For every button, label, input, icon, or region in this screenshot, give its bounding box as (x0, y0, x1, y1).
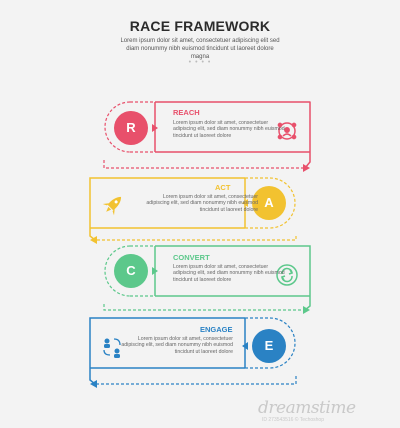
watermark-sub: ID 273543516 © Techoshop (262, 417, 324, 423)
act-letter: A (264, 195, 274, 210)
convert-body: Lorem ipsum dolor sit amet, consectetuer… (173, 264, 285, 283)
stage-engage-shape (89, 317, 297, 388)
stage-convert-shape (103, 245, 311, 314)
rocket-icon (102, 196, 122, 216)
refresh-icon (276, 264, 298, 286)
act-circle (252, 186, 286, 220)
page-title: RACE FRAMEWORK (129, 18, 271, 34)
reach-dashed-flow (103, 160, 305, 169)
act-body: Lorem ipsum dolor sit amet, consectetuer… (146, 194, 258, 213)
reach-pointer (152, 124, 158, 132)
convert-circle (114, 254, 148, 288)
reach-letter: R (126, 120, 136, 135)
act-title: ACT (215, 183, 231, 192)
stage-act-shape (89, 177, 297, 244)
watermark: dreamstime (258, 398, 356, 418)
engage-letter: E (264, 338, 274, 353)
convert-letter: C (126, 263, 136, 278)
page-subtitle: Lorem ipsum dolor sit amet, consectetuer… (120, 38, 280, 61)
reach-body: Lorem ipsum dolor sit amet, consectetuer… (173, 120, 285, 139)
exchange-icon (103, 338, 121, 358)
reach-dashed-arc (104, 101, 131, 153)
reach-box-border (155, 101, 311, 169)
reach-circle (114, 111, 148, 145)
engage-circle (252, 329, 286, 363)
engage-title: ENGAGE (200, 325, 233, 334)
convert-title: CONVERT (173, 253, 210, 262)
reach-title: REACH (173, 108, 200, 117)
divider-dots: • • • • (188, 59, 212, 66)
engage-body: Lorem ipsum dolor sit amet, consectetuer… (121, 336, 233, 355)
team-icon (277, 122, 297, 140)
stage-reach-shape (103, 101, 311, 172)
act-box-border (89, 177, 245, 241)
